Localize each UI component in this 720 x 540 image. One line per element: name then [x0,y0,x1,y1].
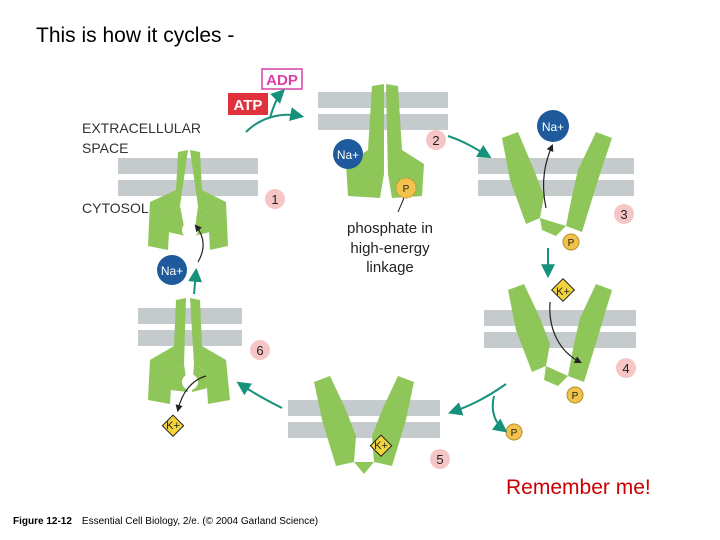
na-ion [537,110,569,142]
svg-text:high-energy: high-energy [350,240,430,257]
svg-text:6: 6 [256,343,263,358]
svg-text:P: P [572,391,579,402]
svg-text:P: P [511,428,518,439]
slide-title: This is how it cycles - [36,24,235,47]
membrane-band [138,330,242,346]
cycle-arrow [447,135,492,159]
cycle-arrow [236,381,283,409]
phosphate-icon [395,177,417,199]
membrane-band [118,158,258,174]
step-badge-5 [430,449,450,469]
step-badge-4 [616,358,636,378]
extracellular-label: EXTRACELLULAR [82,120,201,136]
pump-stage-3: Na+ 3 P [478,110,634,251]
cycle-arrow [245,107,305,133]
svg-text:Na+: Na+ [542,120,564,134]
membrane-band [478,180,634,196]
svg-text:5: 5 [436,452,443,467]
svg-text:ATP: ATP [234,97,263,114]
svg-text:P: P [568,238,575,249]
k-ion [369,434,393,458]
pump-stage-6: 6 K+ [138,298,270,438]
svg-text:2: 2 [432,133,439,148]
phosphate-note: phosphate in high-energy linkage [347,197,433,276]
cycle-arrow [448,383,507,416]
membrane-band [478,158,634,174]
k-ion [161,414,185,438]
svg-text:K+: K+ [374,440,388,452]
membrane-band [138,308,242,324]
remember-me-note: Remember me! [506,476,651,499]
phosphate-icon [566,386,584,404]
na-ion [157,255,187,285]
cycle-arrow [491,395,508,433]
membrane-band [118,180,258,196]
figure-caption: Figure 12-12 Essential Cell Biology, 2/e.… [13,516,318,527]
space-label: SPACE [82,140,128,156]
membrane-band [288,422,440,438]
svg-text:phosphate in: phosphate in [347,220,433,237]
svg-text:K+: K+ [166,420,180,432]
membrane-band [484,332,636,348]
svg-text:Na+: Na+ [161,264,183,278]
phosphate-icon [562,233,580,251]
membrane-band [484,310,636,326]
k-ion [550,277,576,303]
adp-box [261,68,303,90]
svg-text:4: 4 [622,361,629,376]
svg-text:P: P [403,184,410,195]
cycle-arrow [188,267,203,295]
na-ion [333,139,363,169]
svg-text:3: 3 [620,207,627,222]
svg-text:ADP: ADP [266,72,298,89]
cytosol-label: CYTOSOL [82,200,149,216]
pump-stage-4: K+ 4 P [484,277,636,404]
svg-text:linkage: linkage [366,259,414,276]
step-badge-2 [426,130,446,150]
svg-text:1: 1 [271,192,278,207]
pump-stage-2: Na+ 2 P [318,84,448,199]
atp-adp-group: ATP ADP [228,68,305,133]
atp-box [228,93,268,115]
step-badge-3 [614,204,634,224]
step-badge-1 [265,189,285,209]
pump-stage-5: K+ 5 [288,376,450,474]
svg-text:Na+: Na+ [337,148,359,162]
svg-text:K+: K+ [556,286,570,298]
membrane-band [288,400,440,416]
cycle-arrow [269,89,285,119]
figure-number: Figure 12-12 [13,516,72,527]
pump-stage-1: 1 [118,150,285,250]
step-badge-6 [250,340,270,360]
figure-source: Essential Cell Biology, 2/e. (© 2004 Gar… [81,516,319,527]
